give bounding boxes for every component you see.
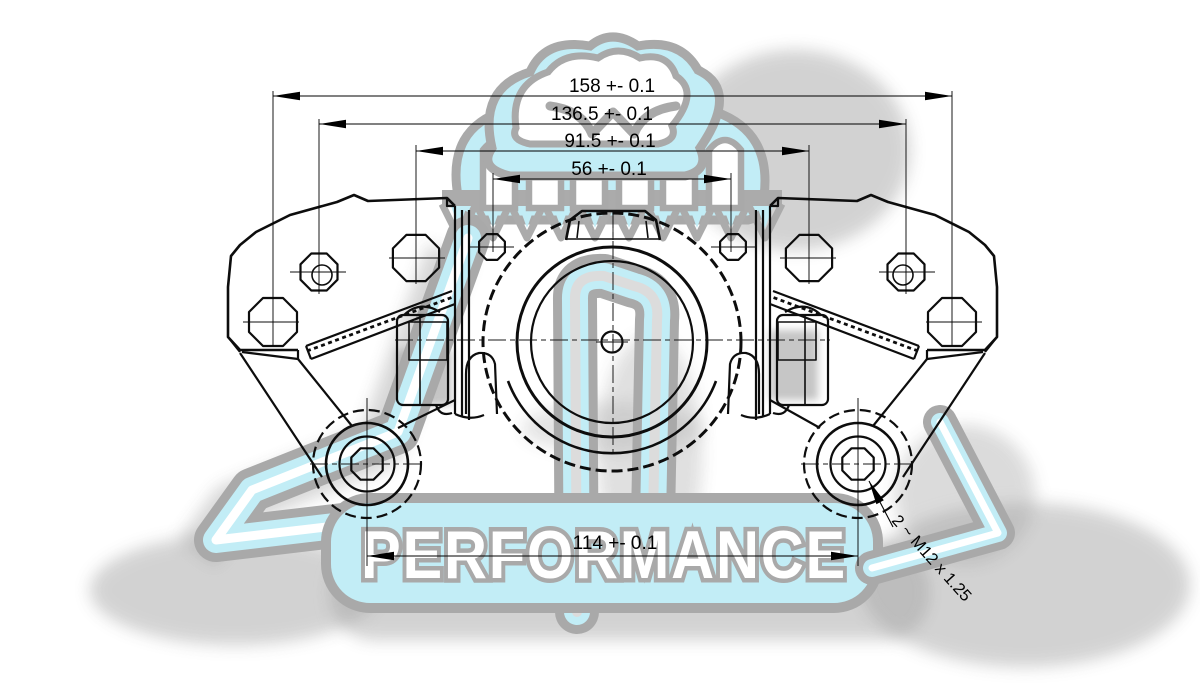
crown-wings [545, 101, 681, 139]
top-tab [564, 209, 662, 241]
dim-text-56: 56 +- 0.1 [571, 159, 647, 180]
body-rails [453, 206, 772, 420]
logo-chevron [855, 405, 1015, 585]
dim-text-158: 158 +- 0.1 [569, 76, 655, 97]
dim-text-114: 114 +- 0.1 [573, 533, 658, 554]
dim-text-91: 91.5 +- 0.1 [564, 131, 655, 152]
ear-hole-small [299, 252, 339, 292]
teeth-zigzag [438, 200, 786, 242]
ear-hole-mid [784, 233, 834, 283]
logo-center-mark [553, 253, 680, 634]
bleed-ports [470, 233, 755, 261]
logo-crown [438, 32, 786, 242]
brand-text: PERFORMANCE [361, 517, 847, 593]
hole-crosshairs [780, 257, 982, 323]
brake-pads [395, 305, 830, 416]
right-mounting-ear [769, 193, 999, 478]
left-mounting-ear [226, 193, 456, 478]
caliper-drawing [226, 193, 999, 520]
watermark-logo: PERFORMANCE [194, 32, 1015, 634]
dim-text-136: 136.5 +- 0.1 [551, 104, 653, 125]
ear-hole-outer [926, 296, 978, 348]
right-pad [772, 305, 830, 416]
dimension-boss-width-56: 56 +- 0.1 [493, 159, 731, 184]
ear-hole-mid [391, 233, 441, 283]
dimension-mount-width-136: 136.5 +- 0.1 [319, 104, 906, 129]
ear-hole-small [886, 252, 926, 292]
dimension-mount-width-91: 91.5 +- 0.1 [416, 131, 809, 156]
ear-hole-outer [247, 296, 299, 348]
dimension-guide-pin-spacing: 114 +- 0.1 [367, 533, 858, 561]
hole-crosshairs [243, 257, 445, 323]
left-pad [395, 305, 453, 416]
logo-banner: PERFORMANCE [321, 493, 883, 613]
logo-left-leg [194, 216, 490, 562]
extension-lines [272, 91, 953, 566]
foot-shadow [90, 535, 380, 645]
piston-bore [453, 206, 772, 473]
dimension-overall-width: 158 +- 0.1 [273, 76, 952, 101]
